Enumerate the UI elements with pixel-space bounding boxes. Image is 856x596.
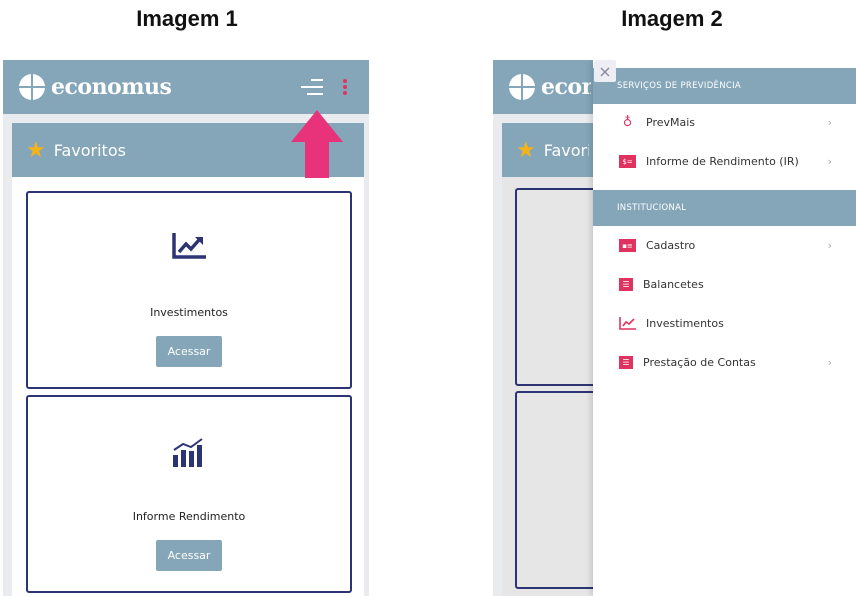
piggy-bank-icon: ♁: [622, 115, 633, 130]
list-icon: ☰: [619, 356, 633, 369]
logo-text: economus: [541, 74, 591, 100]
app-header: economus: [493, 60, 593, 114]
menu-item-cadastro[interactable]: ▪≡ Cadastro ›: [593, 226, 856, 265]
section-header: INSTITUCIONAL: [593, 190, 856, 226]
menu-item-prestacao-contas[interactable]: ☰ Prestação de Contas ›: [593, 343, 856, 382]
chart-line-icon: [619, 317, 636, 330]
star-icon: ★: [516, 137, 536, 163]
favorites-title: Favoritos: [543, 140, 589, 160]
menu-item-label: Prestação de Contas: [643, 356, 756, 369]
logo: economus: [509, 74, 591, 100]
phone-screen-1: economus ★ Favoritos Investimentos Acessa…: [3, 60, 369, 596]
app-header: economus: [3, 60, 369, 114]
access-button[interactable]: Acessar: [156, 540, 222, 571]
menu-item-investimentos[interactable]: Investimentos: [593, 304, 856, 343]
menu-item-prevmais[interactable]: ♁ PrevMais ›: [593, 103, 856, 142]
background-screen: economus ★ Favoritos: [493, 60, 593, 596]
menu-item-label: PrevMais: [646, 116, 696, 129]
side-menu-drawer: SERVIÇOS DE PREVIDÊNCIA ♁ PrevMais › $= Inf…: [593, 60, 856, 596]
menu-item-label: Balancetes: [643, 278, 704, 291]
chart-bar-icon: [173, 438, 203, 467]
image-2-title: Imagem 2: [621, 6, 723, 31]
chart-line-icon: [172, 233, 206, 259]
logo: economus: [19, 74, 172, 100]
favorites-panel: ★ Favoritos: [502, 123, 593, 596]
phone-screen-2: economus ★ Favoritos SERVIÇOS DE PREVIDÊN…: [493, 60, 856, 596]
menu-toggle-button[interactable]: [301, 77, 325, 97]
menu-item-label: Investimentos: [646, 317, 724, 330]
close-button[interactable]: ×: [594, 60, 616, 82]
image-1-title: Imagem 1: [136, 6, 238, 31]
money-bill-icon: $=: [619, 155, 636, 168]
list-icon: ☰: [619, 278, 633, 291]
star-icon: ★: [26, 137, 46, 163]
logo-icon: [19, 74, 45, 100]
menu-item-label: Cadastro: [646, 239, 696, 252]
favorite-card: [515, 188, 593, 386]
access-button[interactable]: Acessar: [156, 336, 222, 367]
favorite-card: [515, 391, 593, 589]
favorites-title: Favoritos: [53, 140, 126, 160]
section-header: SERVIÇOS DE PREVIDÊNCIA: [593, 68, 856, 104]
id-card-icon: ▪≡: [619, 239, 636, 252]
favorite-card: Informe Rendimento Acessar: [26, 395, 352, 593]
favorite-card: Investimentos Acessar: [26, 191, 352, 389]
card-label: Investimentos: [150, 306, 228, 319]
chevron-right-icon: ›: [827, 356, 832, 369]
chevron-right-icon: ›: [827, 155, 832, 168]
chevron-right-icon: ›: [827, 239, 832, 252]
pointer-arrow: [291, 110, 343, 178]
menu-item-label: Informe de Rendimento (IR): [646, 155, 799, 168]
logo-icon: [509, 74, 535, 100]
card-label: Informe Rendimento: [132, 510, 246, 523]
menu-item-informe-rendimento[interactable]: $= Informe de Rendimento (IR) ›: [593, 142, 856, 181]
logo-text: economus: [51, 74, 172, 100]
chevron-right-icon: ›: [827, 116, 832, 129]
menu-item-balancetes[interactable]: ☰ Balancetes: [593, 265, 856, 304]
favorites-header: ★ Favoritos: [502, 123, 593, 177]
favorites-panel: ★ Favoritos Investimentos Acessar Informe…: [12, 123, 364, 596]
more-options-icon[interactable]: [343, 79, 347, 95]
